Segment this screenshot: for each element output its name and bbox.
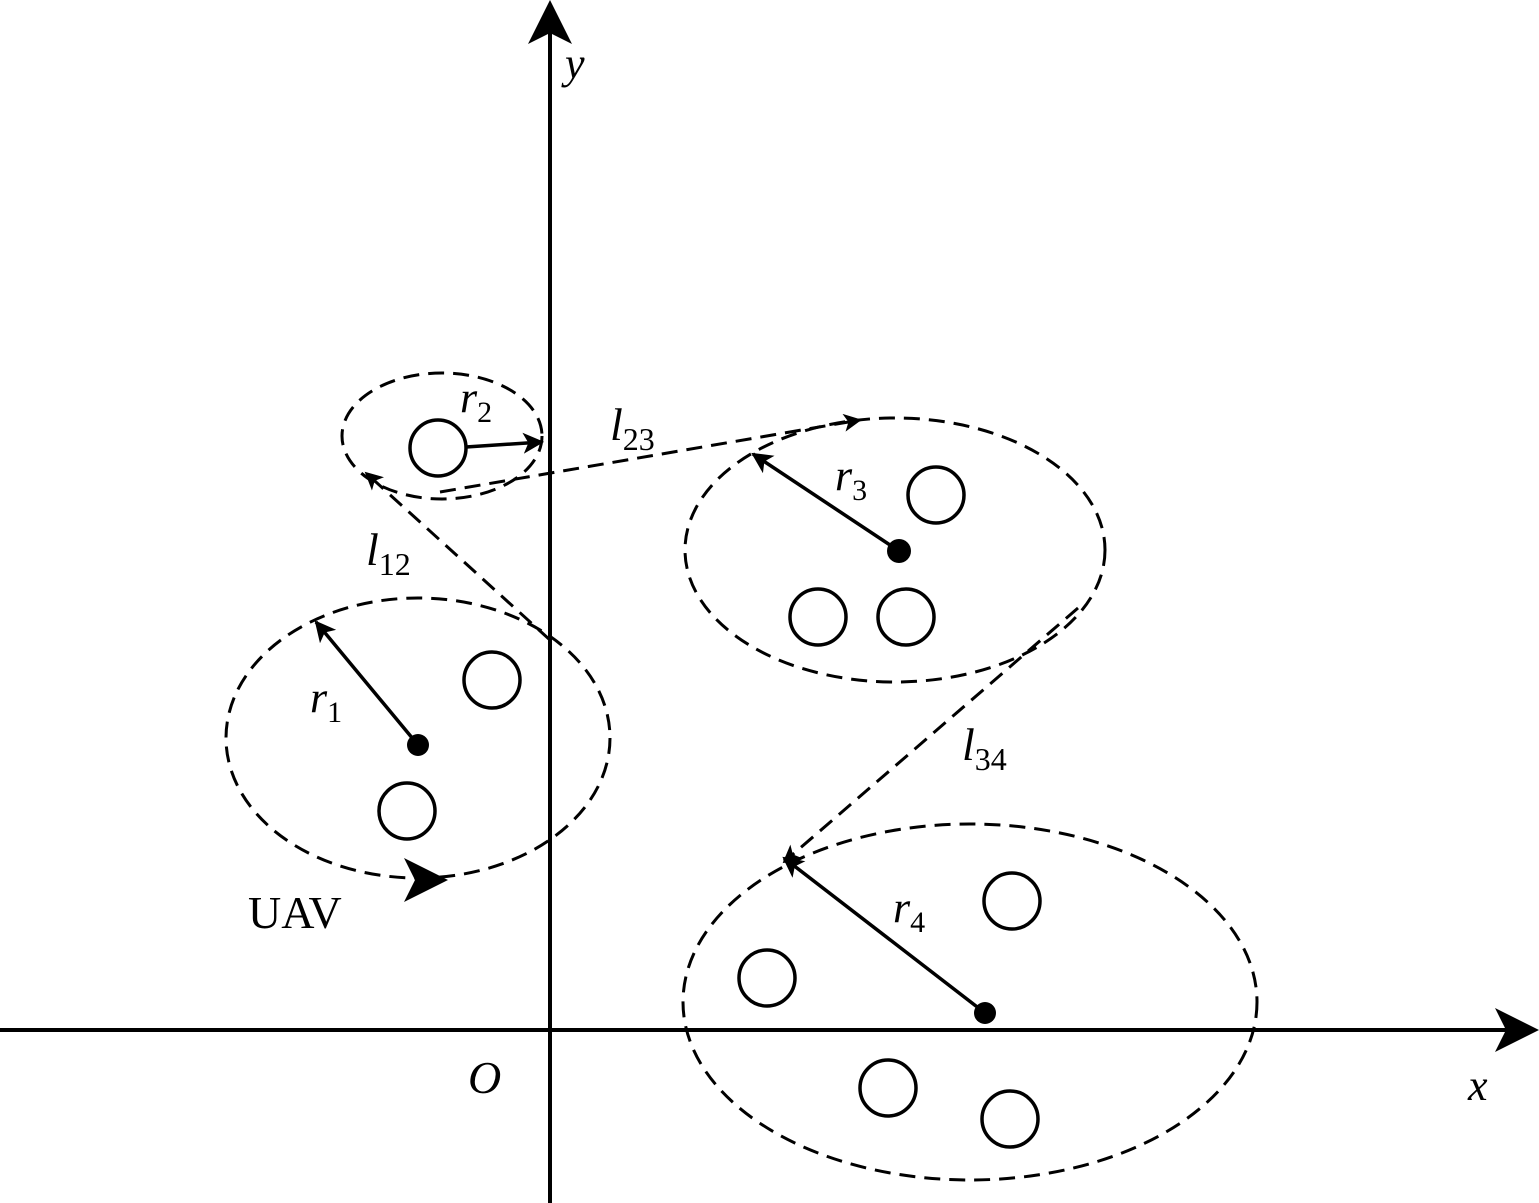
- sensor-node: [377, 781, 437, 841]
- cluster-2-radius-arrow: [465, 432, 545, 454]
- sensor-node: [906, 465, 966, 525]
- cluster-2-radius-label: r2: [460, 373, 492, 429]
- path-l23: [439, 413, 862, 494]
- cluster-1: r1: [224, 596, 612, 880]
- x-axis-arrowhead: [1495, 1008, 1539, 1052]
- sensor-node: [408, 418, 468, 478]
- cluster-1-radius-arrow: [314, 620, 420, 747]
- cluster-3: r3: [683, 416, 1107, 684]
- path-l12: [364, 471, 552, 642]
- cluster-3-boundary: [683, 416, 1107, 684]
- cluster-4-radius-arrow: [782, 856, 987, 1015]
- path-l34: [782, 606, 1079, 864]
- sensor-node: [980, 1089, 1040, 1149]
- cluster-4-boundary: [681, 822, 1259, 1182]
- cluster-3-radius-arrow: [751, 452, 900, 553]
- cluster-3-radius-label: r3: [835, 451, 867, 507]
- sensor-node: [737, 948, 797, 1008]
- x-axis-label: x: [1467, 1061, 1488, 1110]
- cluster-4: r4: [681, 822, 1259, 1182]
- cluster-4-radius-label: r4: [893, 883, 925, 939]
- y-axis-arrowhead: [528, 0, 572, 44]
- cluster-1-radius-label: r1: [310, 673, 342, 729]
- uav-label: UAV: [248, 887, 342, 938]
- path-l34-label: l34: [962, 719, 1007, 777]
- path-l12-label: l12: [366, 524, 411, 582]
- sensor-node: [982, 871, 1042, 931]
- cluster-2: r2: [340, 371, 545, 501]
- path-l23-label: l23: [610, 399, 655, 457]
- sensor-node: [876, 587, 936, 647]
- sensor-node: [788, 587, 848, 647]
- sensor-node: [462, 650, 522, 710]
- uav-direction-arrowhead: [404, 858, 448, 902]
- origin-label: O: [468, 1052, 501, 1103]
- y-axis-label: y: [561, 39, 585, 88]
- sensor-node: [858, 1058, 918, 1118]
